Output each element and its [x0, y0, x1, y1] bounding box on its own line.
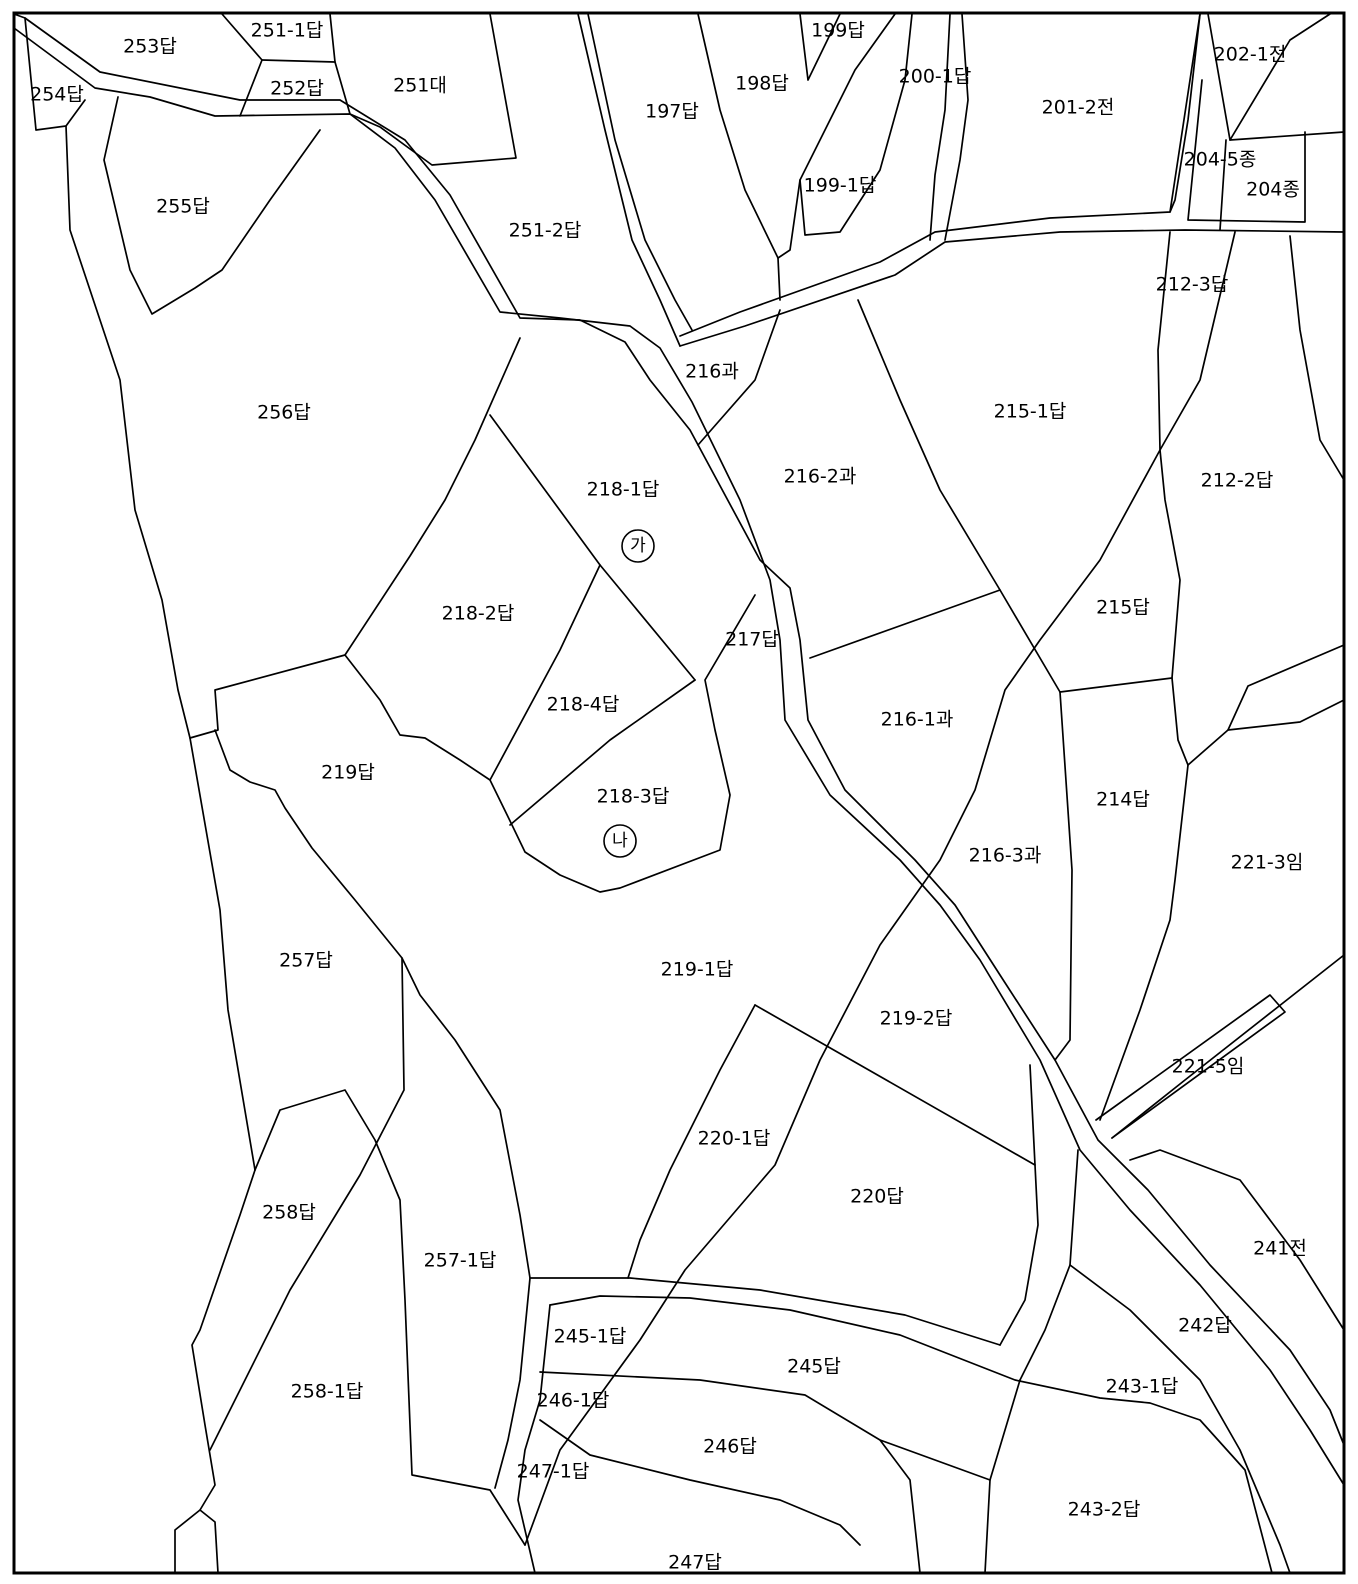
parcel-label: 218-3답: [597, 786, 670, 808]
point-markers: 가 나: [603, 529, 655, 858]
parcel-label: 221-3임: [1231, 852, 1304, 874]
parcel-label: 204-5종: [1184, 149, 1257, 171]
parcel-label: 245-1답: [554, 1326, 627, 1348]
parcel-label: 216-3과: [969, 845, 1042, 867]
parcel-label: 243-2답: [1068, 1499, 1141, 1521]
parcel-label: 220답: [850, 1186, 904, 1208]
parcel-label: 243-1답: [1106, 1376, 1179, 1398]
parcel-label: 219-1답: [661, 959, 734, 981]
parcel-label: 258-1답: [291, 1381, 364, 1403]
parcel-label: 251-1답: [251, 20, 324, 42]
parcel-label: 257답: [279, 950, 333, 972]
parcel-label: 246답: [703, 1436, 757, 1458]
parcel-label: 246-1답: [537, 1390, 610, 1412]
parcel-label: 215답: [1096, 597, 1150, 619]
parcel-boundaries: [13, 13, 1345, 1574]
parcel-label: 212-3답: [1156, 274, 1229, 296]
parcel-label: 212-2답: [1201, 470, 1274, 492]
marker-na: 나: [603, 824, 637, 858]
marker-na-label: 나: [612, 831, 628, 851]
parcel-label: 247-1답: [517, 1461, 590, 1483]
parcel-label: 199-1답: [804, 175, 877, 197]
parcel-label: 204종: [1246, 179, 1300, 201]
marker-ga-circle: [621, 529, 655, 563]
parcel-label: 217답: [725, 629, 779, 651]
parcel-label: 253답: [123, 36, 177, 58]
marker-na-circle: [603, 824, 637, 858]
parcel-label: 242답: [1178, 1315, 1232, 1337]
marker-ga-label: 가: [630, 536, 646, 556]
parcel-label: 219-2답: [880, 1008, 953, 1030]
parcel-label: 255답: [156, 196, 210, 218]
parcel-label: 218-4답: [547, 694, 620, 716]
parcel-label: 258답: [262, 1202, 316, 1224]
parcel-label: 201-2전: [1042, 97, 1115, 119]
parcel-label: 241전: [1253, 1238, 1307, 1260]
parcel-label: 216-2과: [784, 466, 857, 488]
parcel-labels: 253답 251-1답 199답 202-1전 254답 252답 251대 1…: [30, 20, 1307, 1574]
parcel-label: 245답: [787, 1356, 841, 1378]
parcel-label: 216-1과: [881, 709, 954, 731]
parcel-label: 220-1답: [698, 1128, 771, 1150]
map-border: [12, 11, 1346, 1575]
parcel-label: 218-1답: [587, 479, 660, 501]
parcel-label: 214답: [1096, 789, 1150, 811]
marker-ga: 가: [621, 529, 655, 563]
parcel-label: 218-2답: [442, 603, 515, 625]
parcel-label: 202-1전: [1214, 44, 1287, 66]
parcel-label: 251-2답: [509, 220, 582, 242]
parcel-label: 252답: [270, 78, 324, 100]
parcel-label: 254답: [30, 84, 84, 106]
parcel-label: 198답: [735, 73, 789, 95]
parcel-label: 219답: [321, 762, 375, 784]
parcel-label: 256답: [257, 402, 311, 424]
parcel-label: 197답: [645, 101, 699, 123]
parcel-label: 200-1답: [899, 66, 972, 88]
parcel-label: 221-5임: [1172, 1056, 1245, 1078]
parcel-label: 216과: [685, 361, 739, 383]
parcel-label: 257-1답: [424, 1250, 497, 1272]
parcel-label: 247답: [668, 1552, 722, 1574]
parcel-label: 251대: [393, 75, 447, 97]
parcel-label: 199답: [811, 20, 865, 42]
parcel-label: 215-1답: [994, 401, 1067, 423]
